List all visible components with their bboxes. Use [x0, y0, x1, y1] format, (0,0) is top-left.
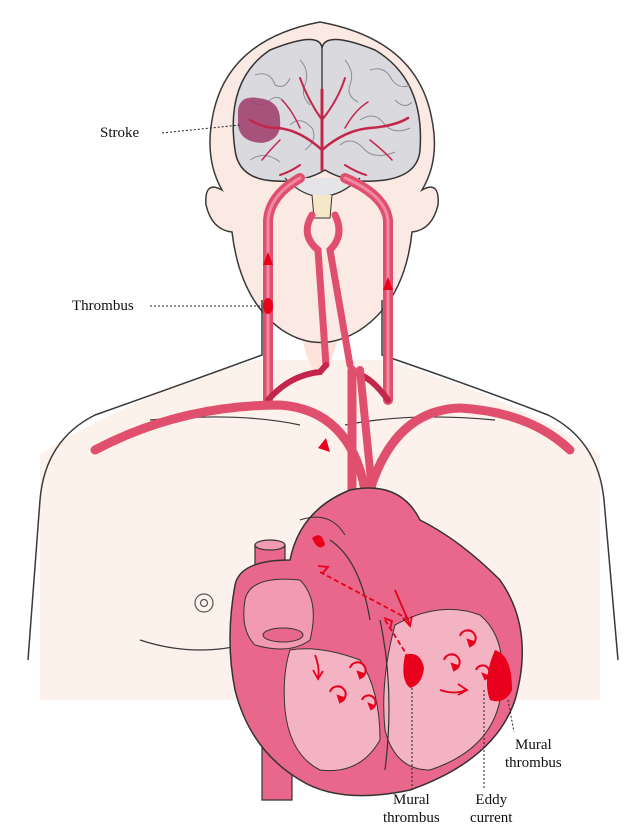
- mural-thrombus-bottom-line2: thrombus: [383, 809, 440, 827]
- mural-thrombus-bottom-line1: Mural: [383, 791, 440, 809]
- mural-thrombus-label-right: Mural thrombus: [505, 736, 562, 772]
- stroke-label: Stroke: [100, 124, 139, 142]
- thrombus-label: Thrombus: [72, 297, 134, 315]
- stroke-area: [238, 98, 280, 144]
- eddy-current-line1: Eddy: [470, 791, 512, 809]
- mural-thrombus-right-line2: thrombus: [505, 754, 562, 772]
- eddy-current-line2: current: [470, 809, 512, 827]
- mural-thrombus-label-bottom: Mural thrombus: [383, 791, 440, 827]
- mural-thrombus-right-line1: Mural: [505, 736, 562, 754]
- carotid-thrombus: [263, 298, 273, 314]
- eddy-current-label: Eddy current: [470, 791, 512, 827]
- nipple: [195, 594, 213, 612]
